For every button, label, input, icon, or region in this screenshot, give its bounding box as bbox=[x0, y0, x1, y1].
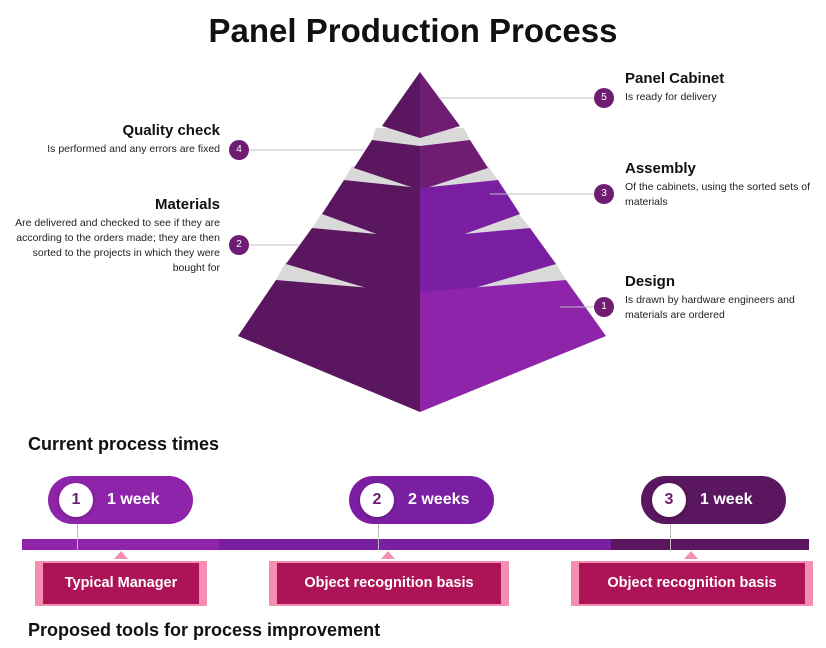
times-heading: Current process times bbox=[28, 434, 220, 454]
pyramid-tier-1-right bbox=[420, 280, 606, 412]
pyramid-tier-4-left bbox=[354, 140, 420, 190]
step-2-badge: 2 bbox=[229, 235, 249, 255]
pyramid-tier-3-left bbox=[322, 180, 420, 250]
pyramid-graphic bbox=[238, 72, 606, 412]
time-number-2: 2 bbox=[360, 483, 394, 517]
pyramid-tier-2-left bbox=[286, 228, 420, 304]
step-3-badge: 3 bbox=[594, 184, 614, 204]
tool-label-2: Object recognition basis bbox=[277, 563, 501, 604]
time-label-1: 1 week bbox=[107, 491, 160, 508]
tool-card-3: Object recognition basis bbox=[571, 561, 813, 606]
time-number-1: 1 bbox=[59, 483, 93, 517]
step-3-title: Assembly bbox=[625, 160, 696, 177]
step-5-title: Panel Cabinet bbox=[625, 70, 725, 87]
timeline-tick bbox=[670, 515, 671, 551]
timeline-segment-3 bbox=[611, 539, 809, 550]
up-arrow-icon bbox=[114, 551, 128, 559]
time-pill-1: 1 1 week bbox=[48, 476, 193, 524]
time-label-3: 1 week bbox=[700, 491, 753, 508]
pyramid-tier-1-left bbox=[238, 280, 420, 412]
tool-label-1: Typical Manager bbox=[43, 563, 199, 604]
timeline-segment-1 bbox=[22, 539, 219, 550]
pyramid-tier-4-right bbox=[420, 140, 488, 190]
pyramid-tier-5-left bbox=[382, 72, 420, 138]
tool-card-1: Typical Manager bbox=[35, 561, 207, 606]
pyramid-tier-2-right bbox=[420, 228, 556, 304]
step-4-title: Quality check bbox=[122, 122, 220, 139]
up-arrow-icon bbox=[381, 551, 395, 559]
tool-label-3: Object recognition basis bbox=[579, 563, 805, 604]
step-5-desc: Is ready for delivery bbox=[625, 91, 717, 103]
time-pill-2: 2 2 weeks bbox=[349, 476, 494, 524]
tools-heading: Proposed tools for process improvement bbox=[28, 620, 381, 640]
page-title: Panel Production Process bbox=[208, 12, 618, 49]
up-arrow-icon bbox=[684, 551, 698, 559]
time-number-3: 3 bbox=[652, 483, 686, 517]
timeline-tick bbox=[77, 515, 78, 551]
time-label-2: 2 weeks bbox=[408, 491, 470, 508]
step-3-desc: Of the cabinets, using the sorted sets o… bbox=[625, 181, 811, 208]
step-5-badge: 5 bbox=[594, 88, 614, 108]
pyramid-tier-3-right bbox=[420, 180, 520, 250]
step-2-desc: Are delivered and checked to see if they… bbox=[15, 217, 220, 274]
pyramid-tier-5-right bbox=[420, 72, 460, 138]
step-2-title: Materials bbox=[154, 196, 220, 213]
step-1-badge: 1 bbox=[594, 297, 614, 317]
timeline-tick bbox=[378, 515, 379, 551]
step-1-desc: Is drawn by hardware engineers and mater… bbox=[625, 294, 795, 321]
timeline-segment-2 bbox=[219, 539, 611, 550]
step-1-title: Design bbox=[625, 273, 676, 290]
tool-card-2: Object recognition basis bbox=[269, 561, 509, 606]
step-4-badge: 4 bbox=[229, 140, 249, 160]
time-pill-3: 3 1 week bbox=[641, 476, 786, 524]
step-4-desc: Is performed and any errors are fixed bbox=[47, 143, 220, 155]
